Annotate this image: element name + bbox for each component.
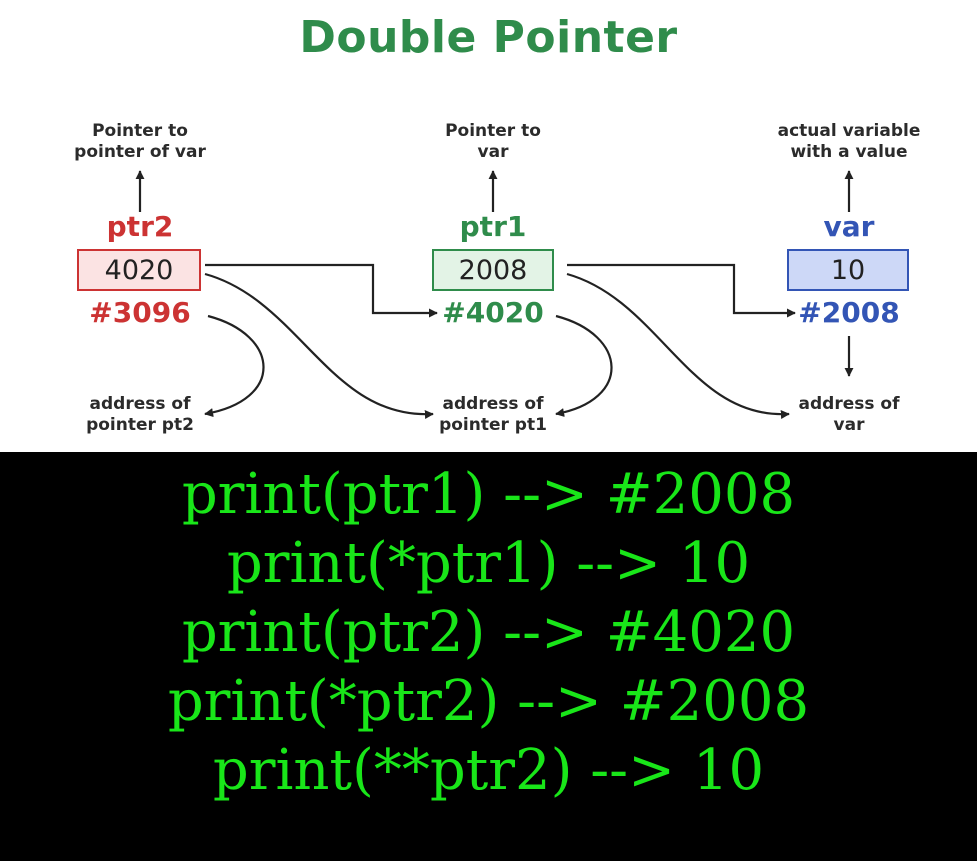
double-pointer-diagram: Double Pointer Pointer to pointer of var… <box>74 12 921 435</box>
ptr1-top-note: Pointer to var <box>445 121 541 162</box>
ptr1-value-box: 2008 <box>432 249 554 291</box>
code-output-panel: print(ptr1) --> #2008 print(*ptr1) --> 1… <box>0 452 977 861</box>
ptr2-address: #3096 <box>89 296 191 329</box>
curve-arrow-ptr1-address <box>555 314 613 417</box>
code-line: print(ptr2) --> #4020 <box>181 600 796 665</box>
var-address: #2008 <box>798 296 900 329</box>
ptr1-address: #4020 <box>442 296 544 329</box>
elbow-arrow-ptr2-to-ptr1 <box>205 263 438 318</box>
curve-arrow-ptr2-to-pt1-note <box>204 272 434 419</box>
code-line: print(ptr1) --> #2008 <box>181 462 796 527</box>
code-line: print(*ptr1) --> 10 <box>226 531 751 596</box>
ptr2-value-box: 4020 <box>77 249 201 291</box>
code-line: print(**ptr2) --> 10 <box>212 738 765 803</box>
ptr2-top-note: Pointer to pointer of var <box>74 121 206 162</box>
var-value-box: 10 <box>787 249 909 291</box>
code-line: print(*ptr2) --> #2008 <box>167 669 810 734</box>
connector-arrows <box>135 170 854 419</box>
elbow-arrow-ptr1-to-var <box>567 263 796 318</box>
var-bottom-note: address of var <box>798 394 900 435</box>
diagram-title: Double Pointer <box>299 12 678 63</box>
curve-arrow-ptr1-to-var-note <box>566 272 790 419</box>
ptr1-bottom-note: address of pointer pt1 <box>439 394 547 435</box>
ptr2-name: ptr2 <box>106 210 174 243</box>
ptr1-name: ptr1 <box>459 210 527 243</box>
curve-arrow-ptr2-address <box>204 314 265 418</box>
var-name: var <box>823 210 875 243</box>
var-top-note: actual variable with a value <box>777 121 921 162</box>
ptr2-bottom-note: address of pointer pt2 <box>86 394 194 435</box>
